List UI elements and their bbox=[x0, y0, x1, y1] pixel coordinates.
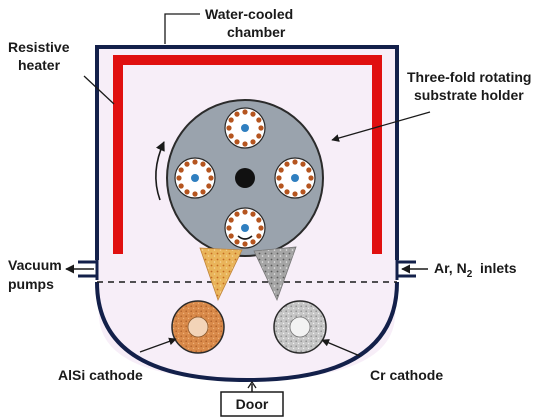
water-cooled-leader bbox=[164, 13, 200, 44]
cr-plasma-plume bbox=[253, 246, 297, 302]
substrate-bead bbox=[278, 167, 284, 173]
substrate-bead bbox=[228, 233, 234, 239]
gas-inlet-port bbox=[395, 258, 416, 280]
substrate-bead bbox=[228, 133, 234, 139]
substrate-bead bbox=[258, 125, 264, 131]
substrate-bead bbox=[284, 189, 290, 195]
substrate-bead bbox=[250, 139, 256, 145]
chamber-wall bbox=[95, 45, 399, 383]
substrate-bead bbox=[242, 109, 248, 115]
gas-inlets-subscript: 2 bbox=[467, 269, 473, 280]
door-pointer-head bbox=[247, 380, 257, 389]
water-cooled-label-line2: chamber bbox=[227, 24, 286, 40]
alsi-plasma-plume bbox=[199, 247, 243, 302]
vacuum-pumps-label-line2: pumps bbox=[8, 276, 54, 292]
substrate-bead bbox=[256, 217, 262, 223]
alsi-cathode-label: AlSi cathode bbox=[58, 367, 143, 383]
substrate-bead bbox=[234, 111, 240, 117]
substrate-bead bbox=[176, 175, 182, 181]
alsi-cathode bbox=[171, 300, 225, 354]
substrate-bead bbox=[200, 161, 206, 167]
holder-axis bbox=[235, 168, 255, 188]
door-box bbox=[220, 391, 284, 417]
substrate-holder-leader bbox=[331, 111, 431, 142]
water-cooled-label-line1: Water-cooled bbox=[205, 6, 293, 22]
gas-inlets-label: Ar, N2 inlets bbox=[434, 260, 517, 280]
substrate-bead bbox=[184, 189, 190, 195]
substrate-top bbox=[224, 107, 266, 149]
substrate-bead bbox=[292, 159, 298, 165]
substrate-bead bbox=[178, 183, 184, 189]
substrate-bead bbox=[226, 225, 232, 231]
substrate-core bbox=[241, 124, 249, 132]
substrate-bead bbox=[250, 211, 256, 217]
gas-inlets-suffix: inlets bbox=[472, 260, 517, 276]
substrate-bead bbox=[250, 239, 256, 245]
substrate-holder bbox=[166, 99, 324, 257]
vacuum-port bbox=[78, 258, 99, 280]
substrate-bead bbox=[200, 189, 206, 195]
substrate-bead bbox=[300, 161, 306, 167]
substrate-bead bbox=[250, 111, 256, 117]
substrate-bead bbox=[234, 139, 240, 145]
substrate-core bbox=[291, 174, 299, 182]
substrate-holder-label-line2: substrate holder bbox=[414, 87, 524, 103]
door-label: Door bbox=[236, 396, 269, 412]
substrate-bead bbox=[256, 233, 262, 239]
substrate-bead bbox=[242, 209, 248, 215]
substrate-bead bbox=[306, 167, 312, 173]
substrate-bead bbox=[234, 211, 240, 217]
substrate-bead bbox=[206, 183, 212, 189]
substrate-bead bbox=[208, 175, 214, 181]
substrate-bead bbox=[284, 161, 290, 167]
substrate-left bbox=[174, 157, 216, 199]
resistive-heater-leader bbox=[83, 75, 115, 105]
substrate-bead bbox=[228, 117, 234, 123]
alsi-cathode-leader bbox=[139, 337, 177, 353]
substrate-right bbox=[274, 157, 316, 199]
resistive-heater bbox=[113, 55, 382, 254]
substrate-bead bbox=[256, 117, 262, 123]
substrate-bead bbox=[206, 167, 212, 173]
substrate-core bbox=[191, 174, 199, 182]
substrate-holder-label-line1: Three-fold rotating bbox=[407, 69, 531, 85]
rotation-arrow bbox=[155, 141, 165, 201]
cr-cathode-label: Cr cathode bbox=[370, 367, 443, 383]
substrate-bead bbox=[300, 189, 306, 195]
substrate-rotation-arc bbox=[237, 235, 253, 240]
vacuum-pumps-label-line1: Vacuum bbox=[8, 257, 62, 273]
substrate-bead bbox=[258, 225, 264, 231]
cr-cathode bbox=[273, 300, 327, 354]
substrate-bottom bbox=[224, 207, 266, 249]
substrate-bead bbox=[278, 183, 284, 189]
substrate-bead bbox=[306, 183, 312, 189]
substrate-bead bbox=[228, 217, 234, 223]
substrate-bead bbox=[184, 161, 190, 167]
resistive-heater-label-line1: Resistive bbox=[8, 39, 70, 55]
resistive-heater-label-line2: heater bbox=[18, 57, 61, 73]
substrate-bead bbox=[192, 159, 198, 165]
substrate-bead bbox=[292, 191, 298, 197]
substrate-core bbox=[241, 224, 249, 232]
gas-inlets-prefix: Ar, N bbox=[434, 260, 467, 276]
substrate-bead bbox=[192, 191, 198, 197]
substrate-bead bbox=[256, 133, 262, 139]
substrate-bead bbox=[234, 239, 240, 245]
substrate-bead bbox=[242, 141, 248, 147]
substrate-bead bbox=[178, 167, 184, 173]
substrate-bead bbox=[276, 175, 282, 181]
substrate-bead bbox=[242, 241, 248, 247]
cr-cathode-leader bbox=[321, 339, 361, 357]
substrate-bead bbox=[226, 125, 232, 131]
substrate-bead bbox=[308, 175, 314, 181]
